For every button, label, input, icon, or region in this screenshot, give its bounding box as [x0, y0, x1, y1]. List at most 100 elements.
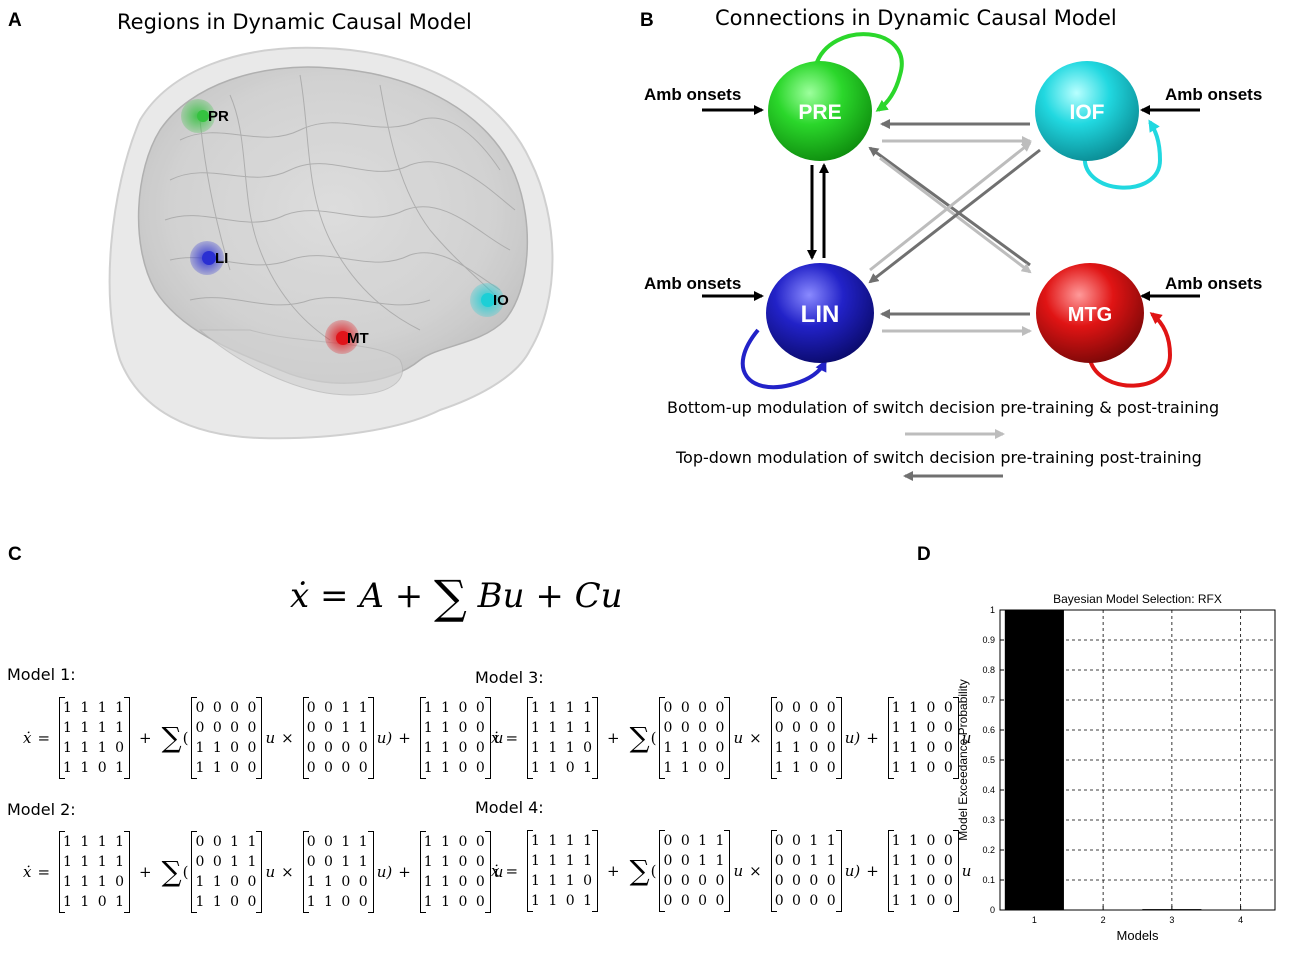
region-li-label: LI	[215, 250, 229, 267]
x-tick-label: 3	[1169, 915, 1174, 925]
xdot-symbol: ẋ	[23, 729, 32, 747]
matrix-row: 1 1 1 0	[531, 873, 595, 889]
y-tick-label: 0.9	[982, 635, 995, 645]
sum-symbol: ∑	[629, 721, 650, 754]
legend-bottomup-text: Bottom-up modulation of switch decision …	[667, 398, 1220, 417]
matrix-row: 1 1 0 1	[531, 760, 595, 776]
matrix-row: 0 0 1 1	[663, 853, 727, 869]
region-mt-label: MT	[347, 330, 369, 347]
xdot-symbol: ẋ	[491, 862, 500, 880]
matrix-row: 0 0 0 0	[306, 760, 370, 776]
region-li-dot	[202, 251, 216, 265]
matrix-row: 0 0 1 1	[306, 700, 370, 716]
matrix-row: 1 1 0 0	[891, 833, 955, 849]
u-symbol: u	[265, 863, 276, 881]
y-tick-label: 0.2	[982, 845, 995, 855]
plus-sign: +	[398, 729, 411, 747]
matrix-row: 0 0 1 1	[195, 834, 259, 850]
open-paren: (	[650, 729, 657, 747]
xdot-symbol: ẋ	[491, 729, 500, 747]
matrix-row: 1 1 0 0	[306, 874, 370, 890]
plus-sign: +	[398, 863, 411, 881]
matrix-row: 1 1 0 1	[63, 760, 127, 776]
matrix-row: 0 0 0 0	[774, 720, 838, 736]
matrix-row: 1 1 1 0	[63, 740, 127, 756]
main-eq-eq: =	[320, 576, 349, 616]
input-label-mtg: Amb onsets	[1165, 274, 1262, 293]
matrix-row: 1 1 1 1	[531, 720, 595, 736]
u-close-paren: u)	[844, 729, 861, 747]
matrix-row: 0 0 0 0	[663, 700, 727, 716]
bms-chart: Bayesian Model Selection: RFX00.10.20.30…	[956, 592, 1276, 943]
node-iof-label: IOF	[1070, 101, 1105, 124]
node-mtg-label: MTG	[1068, 304, 1112, 326]
matrix-row: 1 1 0 0	[423, 700, 487, 716]
node-pre-label: PRE	[798, 101, 841, 124]
matrix-row: 0 0 0 0	[195, 720, 259, 736]
plus-sign: +	[607, 729, 620, 747]
main-eq-plus2: +	[535, 576, 564, 616]
input-label-pre: Amb onsets	[644, 85, 741, 104]
open-paren: (	[650, 862, 657, 880]
model-3-title: Model 3:	[475, 668, 544, 687]
bar-model-1	[1004, 610, 1064, 910]
plus-sign: +	[607, 862, 620, 880]
equals-sign: =	[505, 729, 519, 747]
y-tick-label: 0	[990, 905, 995, 915]
panel-b-title: Connections in Dynamic Causal Model	[715, 6, 1117, 30]
matrix-row: 1 1 1 1	[63, 834, 127, 850]
matrix-row: 0 0 1 1	[774, 853, 838, 869]
times-sign: ×	[749, 729, 762, 747]
plus-sign: +	[139, 729, 152, 747]
matrix-row: 0 0 0 0	[774, 700, 838, 716]
self-loop-iof	[1082, 119, 1163, 190]
legend-topdown-text: Top-down modulation of switch decision p…	[676, 448, 1202, 467]
x-axis-label: Models	[1117, 928, 1159, 943]
u-symbol: u	[733, 729, 744, 747]
matrix-row: 0 0 1 1	[774, 833, 838, 849]
matrix-row: 1 1 0 1	[531, 893, 595, 909]
matrix-row: 1 1 0 0	[195, 760, 259, 776]
x-tick-label: 4	[1238, 915, 1243, 925]
panel-c-letter: C	[8, 544, 22, 565]
u-symbol: u	[733, 862, 744, 880]
matrix-row: 1 1 0 0	[423, 740, 487, 756]
model-2-title: Model 2:	[7, 800, 76, 819]
xdot-symbol: ẋ	[23, 863, 32, 881]
times-sign: ×	[281, 729, 294, 747]
node-mtg: MTG	[1036, 263, 1144, 363]
node-iof: IOF	[1035, 61, 1139, 161]
u-close-paren: u)	[376, 863, 393, 881]
self-loop-pre	[814, 32, 904, 112]
brain-cortex	[137, 66, 529, 384]
matrix-row: 1 1 0 0	[195, 740, 259, 756]
matrix-row: 0 0 0 0	[306, 740, 370, 756]
gyri-texture	[164, 74, 516, 341]
main-eq-plus1: +	[394, 576, 424, 616]
u-symbol: u	[493, 863, 504, 881]
node-pre: PRE	[768, 61, 872, 161]
region-pr-label: PR	[208, 108, 229, 125]
panel-a-letter: A	[8, 10, 22, 31]
matrix-row: 1 1 1 0	[531, 740, 595, 756]
matrix-row: 0 0 0 0	[663, 873, 727, 889]
panel-a-title: Regions in Dynamic Causal Model	[117, 10, 472, 34]
matrix-row: 1 1 1 1	[531, 700, 595, 716]
y-tick-label: 0.1	[982, 875, 995, 885]
sum-symbol: ∑	[629, 854, 650, 887]
u-close-paren: u)	[844, 862, 861, 880]
brain-glass-render	[108, 46, 554, 440]
matrix-row: 1 1 0 0	[195, 894, 259, 910]
sum-symbol: ∑	[161, 721, 182, 754]
matrix-row: 1 1 0 0	[774, 740, 838, 756]
panel-d-letter: D	[917, 544, 931, 565]
